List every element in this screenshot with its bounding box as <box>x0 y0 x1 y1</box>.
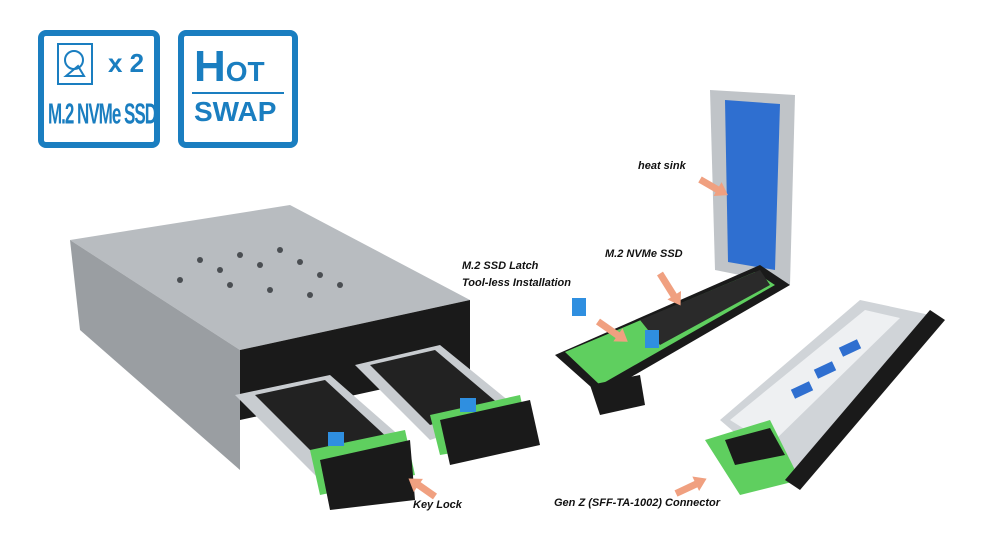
drive-bay-enclosure <box>70 205 470 470</box>
heat-sink-label: heat sink <box>638 160 686 172</box>
latch-label-line2: Tool-less Installation <box>462 277 571 289</box>
hot-big-letter: H <box>194 42 226 91</box>
connector-label: Gen Z (SFF-TA-1002) Connector <box>554 497 721 509</box>
latch-label-line1: M.2 SSD Latch <box>462 260 539 272</box>
nvme-x2-badge: x 2 M.2 NVMe SSD <box>38 30 160 148</box>
nvme-ssd-label: M.2 NVMe SSD <box>605 248 683 260</box>
multiplier-text: x 2 <box>108 48 145 78</box>
swap-text: SWAP <box>194 96 277 127</box>
hot-small-letters: OT <box>225 56 265 87</box>
ssd-tray-left <box>235 375 415 510</box>
hard-drive-icon <box>57 43 93 85</box>
ssd-tray-right <box>355 345 540 465</box>
divider <box>192 92 284 94</box>
nvme-text: M.2 NVMe SSD <box>48 98 157 131</box>
key-lock-label: Key Lock <box>413 499 462 511</box>
closed-tray <box>705 300 945 495</box>
hot-swap-badge: HOT SWAP <box>178 30 298 148</box>
open-tray-with-heatsink <box>555 90 795 415</box>
